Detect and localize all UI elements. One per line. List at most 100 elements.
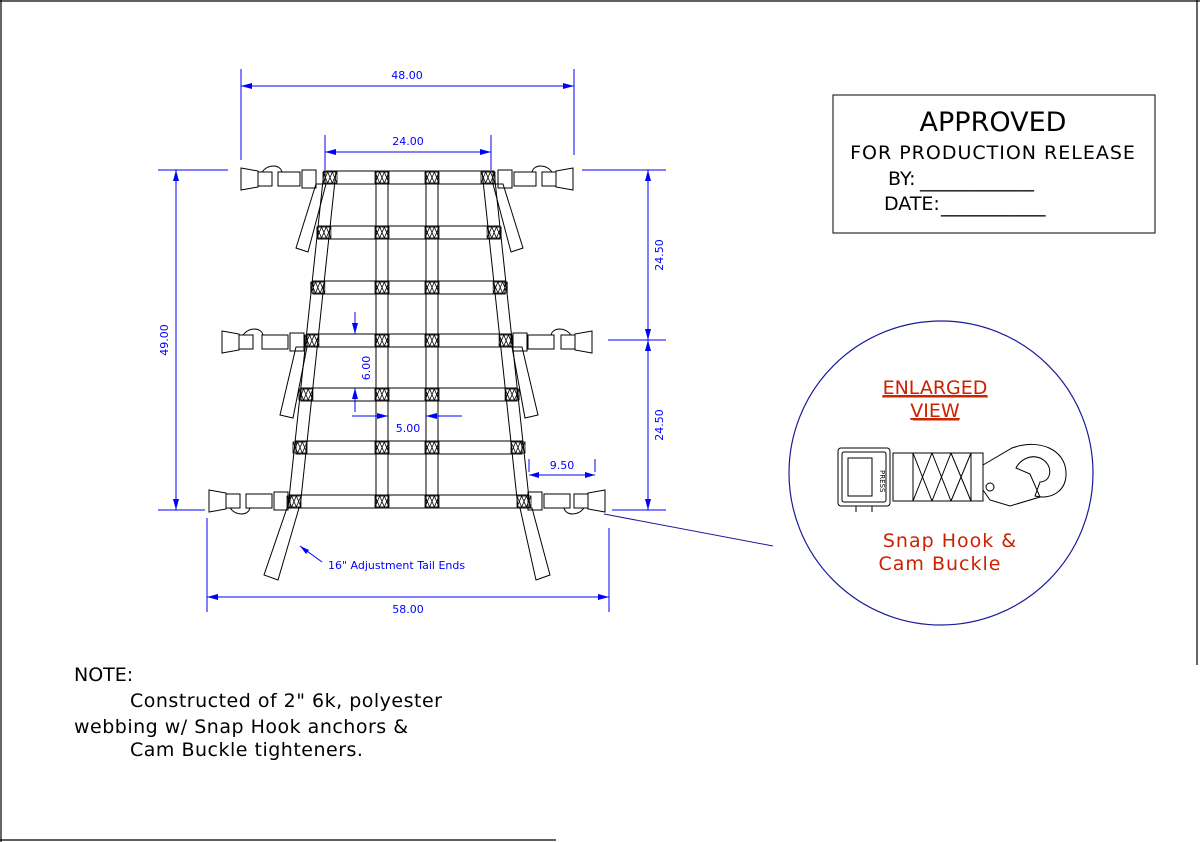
bar-tack (424, 226, 440, 239)
dim-label-5: 5.00 (396, 422, 421, 435)
bar-tack-stitch (379, 171, 385, 184)
bar-tack-stitch (433, 226, 440, 239)
bar-tack-stitch (383, 495, 390, 508)
dimension-hook-length: 9.50 (528, 459, 596, 478)
bar-tack-stitch (374, 441, 381, 454)
dimension-overall-top-width: 48.00 (240, 69, 575, 160)
bar-tack-stitch (322, 171, 329, 184)
bar-tack-stitch (424, 388, 431, 401)
enlarged-view-caption-1: Snap Hook & (883, 530, 1017, 552)
bar-tack-stitch (327, 171, 333, 184)
bar-tack-stitch (424, 171, 431, 184)
dimension-center-width: 24.00 (324, 135, 492, 170)
buckle-press-label: PRESS (878, 470, 886, 493)
approval-block: APPROVED FOR PRODUCTION RELEASE BY: ____… (832, 94, 1156, 234)
bar-tack-stitch (383, 226, 390, 239)
bar-tack (486, 226, 502, 239)
bar-tack-stitch (313, 334, 320, 347)
bar-tack-stitch (325, 226, 332, 239)
bar-tack (516, 495, 532, 508)
bar-tack-stitch (383, 281, 390, 294)
bar-tack-stitch (297, 441, 303, 454)
dim-label-lower-24-50: 24.50 (653, 409, 666, 441)
bar-tack (304, 334, 320, 347)
bar-tack-stitch (509, 388, 515, 401)
bar-tack (292, 441, 308, 454)
hook-assembly-top-right (497, 165, 574, 191)
middle-adjustment-tails (279, 346, 539, 419)
bar-tack-stitch (424, 334, 431, 347)
bar-tack-stitch (383, 441, 390, 454)
bar-tack (374, 226, 390, 239)
enlarged-view-heading-1: ENLARGED (883, 377, 988, 399)
bar-tack-stitch (498, 334, 505, 347)
dim-label-58: 58.00 (392, 603, 424, 616)
bar-tack-stitch (429, 171, 435, 184)
bar-tack-stitch (492, 281, 499, 294)
bar-tack-stitch (485, 171, 491, 184)
bar-tack-stitch (525, 495, 532, 508)
bar-tack-stitch (316, 226, 322, 239)
bar-tack-stitch (298, 388, 304, 401)
bar-tack-stitch (374, 226, 381, 239)
dimension-lines: 48.00 24.00 49.00 24.50 (158, 69, 666, 616)
bar-tack-stitch (433, 388, 440, 401)
bar-tack-stitch (503, 334, 509, 347)
bar-tack-stitch (480, 171, 487, 184)
top-adjustment-tails (295, 183, 524, 253)
dim-label-9-50: 9.50 (550, 459, 575, 472)
hook-assembly-middle-right (512, 328, 593, 354)
dimension-grid-horizontal: 5.00 (352, 413, 462, 435)
bar-tack (424, 495, 440, 508)
bar-tack-stitch (379, 495, 385, 508)
bar-tack (510, 441, 526, 454)
note-line-2: webbing w/ Snap Hook anchors & (74, 716, 409, 738)
approval-by-label: BY: (888, 168, 915, 190)
bar-tack-stitch (491, 226, 497, 239)
dimension-grid-vertical: 6.00 (352, 312, 373, 412)
bar-tack (424, 281, 440, 294)
bar-tack-stitch (429, 495, 435, 508)
bar-tack-stitch (429, 441, 435, 454)
tail-ends-callout: 16" Adjustment Tail Ends (328, 559, 465, 572)
bar-tack-stitch (424, 495, 431, 508)
bar-tack-stitch (292, 441, 299, 454)
note-line-3: Cam Buckle tighteners. (130, 739, 363, 761)
bar-tack-stitch (516, 495, 523, 508)
bar-tack (322, 171, 338, 184)
bar-tack-stitch (379, 388, 385, 401)
bar-tack-stitch (374, 495, 381, 508)
bar-tack-stitch (319, 281, 326, 294)
bar-tack (424, 441, 440, 454)
dim-label-48: 48.00 (391, 69, 423, 82)
hook-assembly-bottom-left (208, 489, 289, 515)
bar-tack (374, 441, 390, 454)
bar-tack-stitch (307, 388, 314, 401)
bar-tack-stitch (433, 171, 440, 184)
bar-tack-stitch (374, 334, 381, 347)
bar-tack-stitch (304, 334, 310, 347)
bar-tack (316, 226, 332, 239)
bar-tack-stitch (301, 441, 308, 454)
bar-tack (374, 171, 390, 184)
bar-tack-stitch (429, 388, 435, 401)
bar-tack-stitch (331, 171, 338, 184)
bar-tack-stitch (510, 441, 517, 454)
enlarged-view-caption-2: Cam Buckle (879, 553, 1002, 575)
bar-tack-stitch (303, 388, 309, 401)
bar-tack-stitch (515, 441, 521, 454)
approval-by-line: ____________ (919, 170, 1035, 192)
bar-tack-stitch (514, 388, 520, 401)
bar-tack-stitch (497, 281, 503, 294)
note-label: NOTE: (74, 664, 133, 686)
bar-tack-stitch (424, 226, 431, 239)
bar-tack (310, 281, 326, 294)
note-line-1: Constructed of 2" 6k, polyester (130, 690, 442, 712)
bar-tack-stitch (309, 334, 315, 347)
dim-label-6: 6.00 (360, 356, 373, 381)
bar-tack-stitch (429, 334, 435, 347)
bar-tack-stitch (321, 226, 327, 239)
